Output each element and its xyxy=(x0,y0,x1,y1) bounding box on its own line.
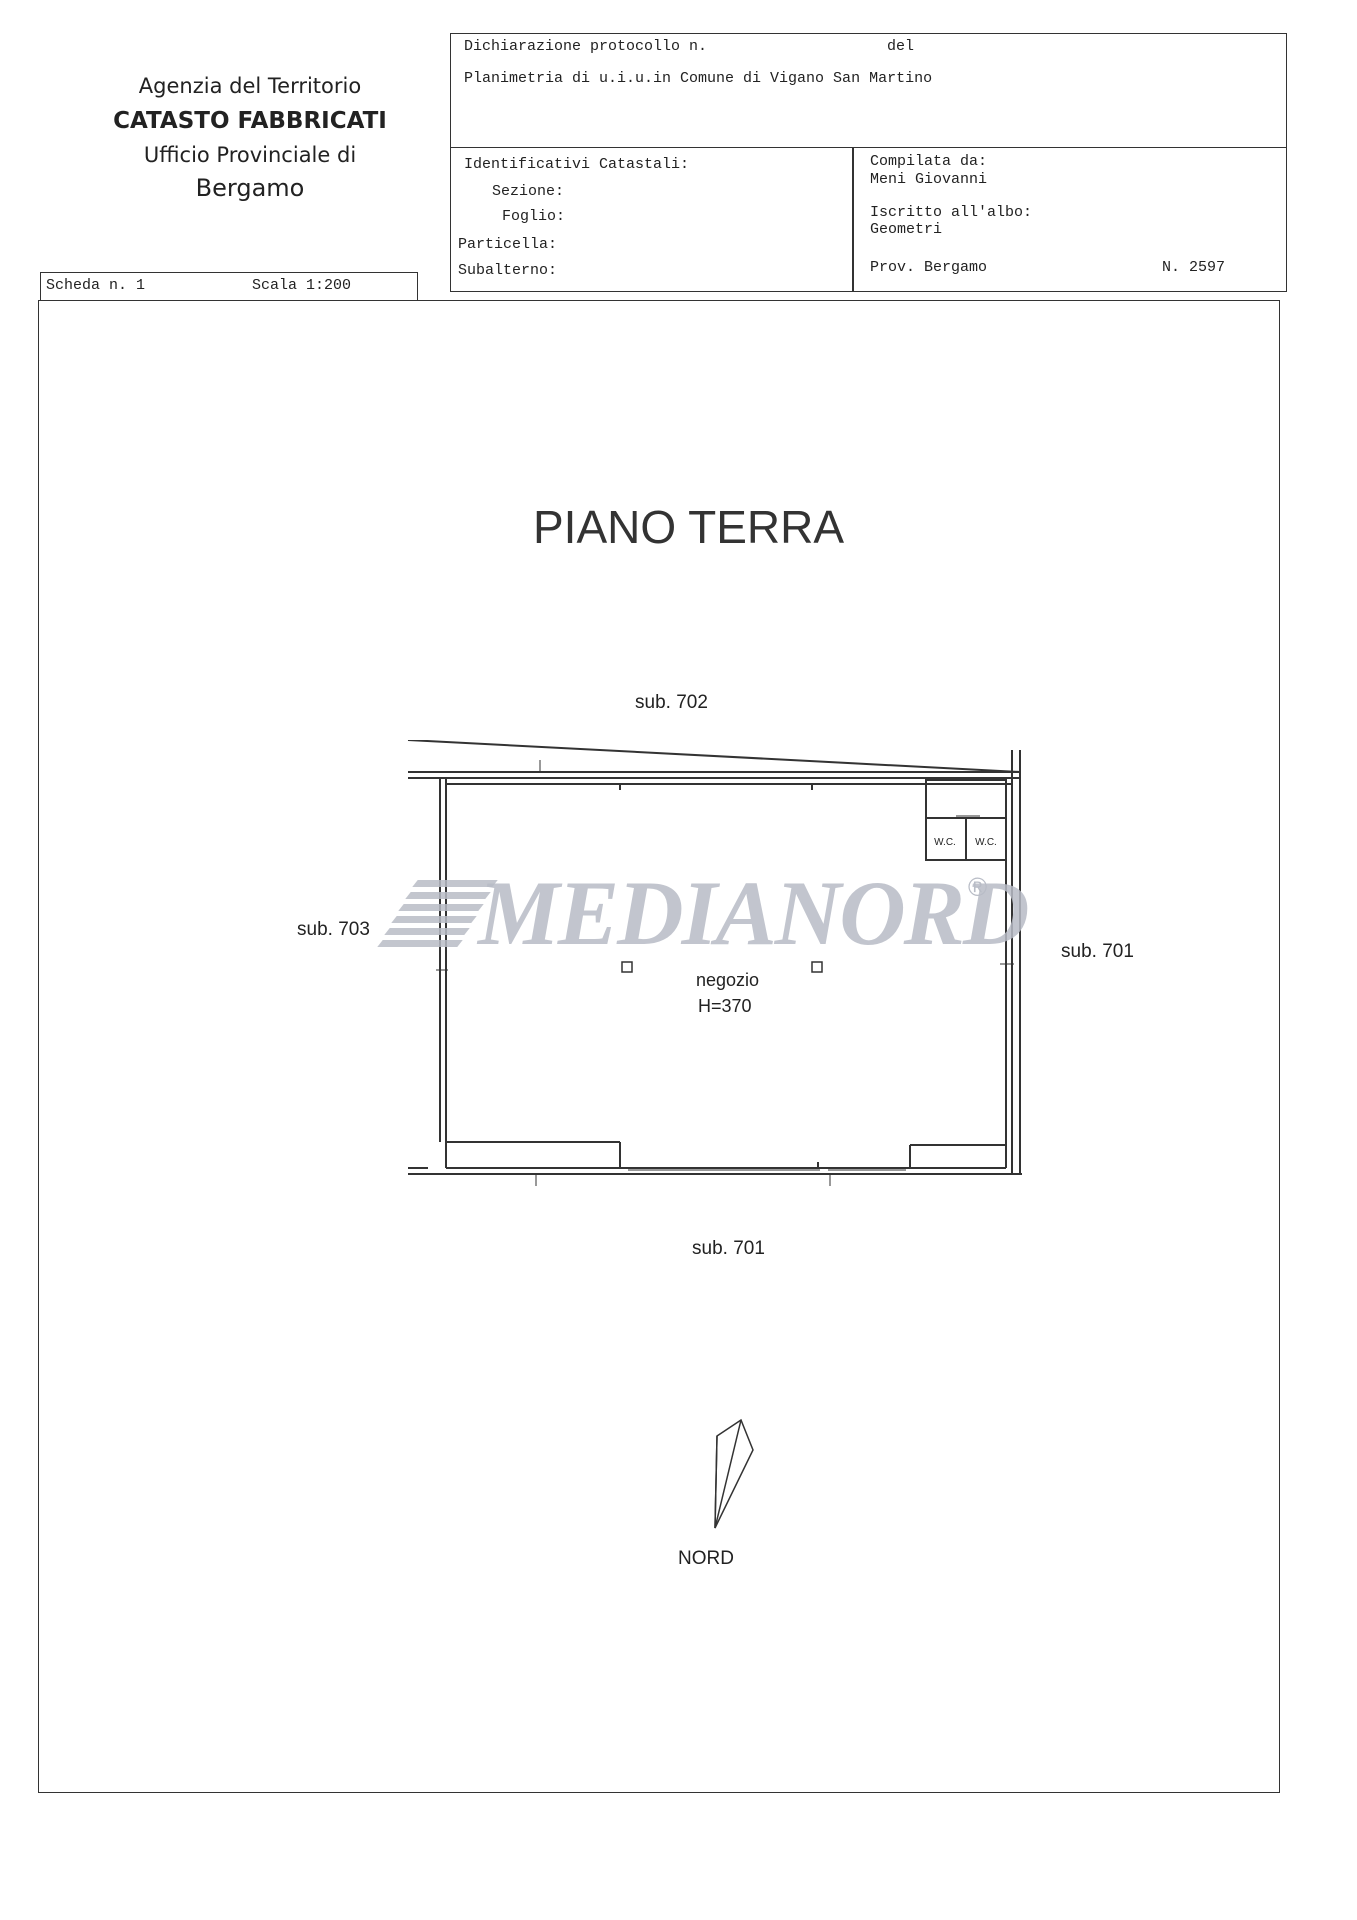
scala-label: Scala 1:200 xyxy=(252,277,352,294)
agency-line-2: CATASTO FABBRICATI xyxy=(113,108,387,134)
iscritto-label: Iscritto all'albo: xyxy=(870,204,1033,221)
del-label: del xyxy=(887,38,915,55)
watermark-registered-mark: ® xyxy=(968,872,988,902)
foglio-label: Foglio: xyxy=(502,208,566,225)
identificativi-title: Identificativi Catastali: xyxy=(464,156,690,173)
sub-west-label: sub. 703 xyxy=(297,919,370,940)
dichiarazione-label: Dichiarazione protocollo n. xyxy=(464,38,708,55)
room-name: negozio xyxy=(696,970,760,990)
north-label: NORD xyxy=(678,1548,734,1569)
sezione-label: Sezione: xyxy=(492,183,565,200)
drawing-frame xyxy=(38,300,1280,1793)
iscrizione-number: N. 2597 xyxy=(1162,259,1226,276)
wc-label-1: W.C. xyxy=(934,837,956,848)
identification-divider xyxy=(852,147,854,292)
scheda-label: Scheda n. 1 xyxy=(46,277,146,294)
agency-line-3: Ufficio Provinciale di xyxy=(143,143,357,167)
sub-north-label: sub. 702 xyxy=(635,692,708,713)
north-arrow-icon xyxy=(714,1418,754,1529)
particella-label: Particella: xyxy=(458,236,558,253)
compilata-name: Meni Giovanni xyxy=(870,171,988,188)
sub-east-label: sub. 701 xyxy=(1061,941,1134,962)
planimetria-label: Planimetria di u.i.u.in Comune di Vigano… xyxy=(464,70,933,87)
subalterno-label: Subalterno: xyxy=(458,262,558,279)
watermark-text: MEDIANORD xyxy=(478,862,1029,964)
sub-south-label: sub. 701 xyxy=(692,1238,765,1259)
compilata-label: Compilata da: xyxy=(870,153,988,170)
room-height: H=370 xyxy=(698,996,752,1016)
albo-value: Geometri xyxy=(870,221,943,238)
agency-line-1: Agenzia del Territorio xyxy=(138,74,362,98)
plan-title: PIANO TERRA xyxy=(533,501,844,553)
agency-line-4: Bergamo xyxy=(195,174,305,202)
prov-label: Prov. Bergamo xyxy=(870,259,988,276)
wc-label-2: W.C. xyxy=(975,837,997,848)
identification-box xyxy=(450,147,1287,292)
floor-plan: W.C. W.C. xyxy=(407,740,1022,1186)
